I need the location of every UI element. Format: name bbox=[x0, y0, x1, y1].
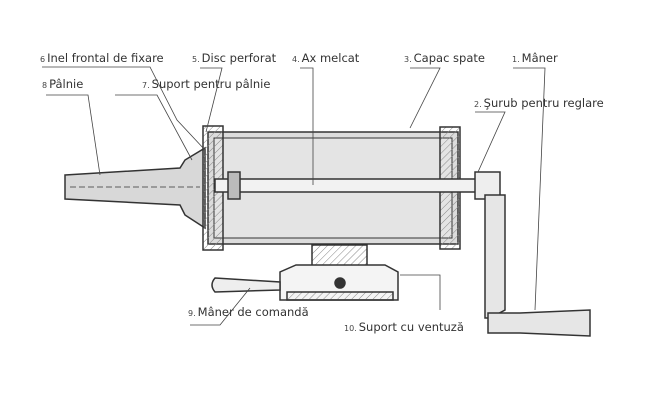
leader-lines bbox=[42, 66, 546, 326]
label-text: Şurub pentru reglare bbox=[483, 96, 604, 110]
label-number: 1. bbox=[512, 55, 520, 64]
crank-arm bbox=[484, 194, 506, 319]
label-text: Inel frontal de fixare bbox=[47, 51, 164, 65]
label-text: Mâner de comandă bbox=[197, 305, 309, 319]
label-suport-ventuza: 10.Suport cu ventuză bbox=[344, 320, 464, 336]
label-capac-spate: 3.Capac spate bbox=[404, 51, 485, 67]
label-number: 8 bbox=[42, 81, 48, 90]
label-number: 4. bbox=[292, 55, 300, 64]
label-maner: 1.Mâner bbox=[512, 51, 558, 67]
label-text: Suport cu ventuză bbox=[358, 320, 464, 334]
label-number: 2. bbox=[474, 100, 482, 109]
label-text: Disc perforat bbox=[201, 51, 277, 65]
label-number: 3. bbox=[404, 55, 412, 64]
label-ax-melcat: 4.Ax melcat bbox=[292, 51, 359, 67]
label-surub-reglare: 2.Şurub pentru reglare bbox=[474, 96, 604, 112]
control-lever bbox=[211, 277, 281, 293]
label-text: Mâner bbox=[521, 51, 558, 65]
label-number: 6 bbox=[40, 55, 46, 64]
label-number: 5. bbox=[192, 55, 200, 64]
label-number: 10. bbox=[344, 324, 357, 333]
label-maner-comanda: 9.Mâner de comandă bbox=[188, 305, 309, 321]
label-text: Suport pentru pâlnie bbox=[151, 77, 271, 91]
label-disc-perforat: 5.Disc perforat bbox=[192, 51, 276, 67]
worm-shaft bbox=[214, 178, 486, 193]
label-number: 9. bbox=[188, 309, 196, 318]
label-text: Pâlnie bbox=[49, 77, 84, 91]
label-number: 7. bbox=[142, 81, 150, 90]
label-suport-palnie: 7.Suport pentru pâlnie bbox=[142, 77, 270, 93]
label-text: Ax melcat bbox=[301, 51, 360, 65]
label-text: Capac spate bbox=[413, 51, 485, 65]
handle-grip bbox=[487, 309, 591, 337]
funnel bbox=[64, 146, 206, 230]
